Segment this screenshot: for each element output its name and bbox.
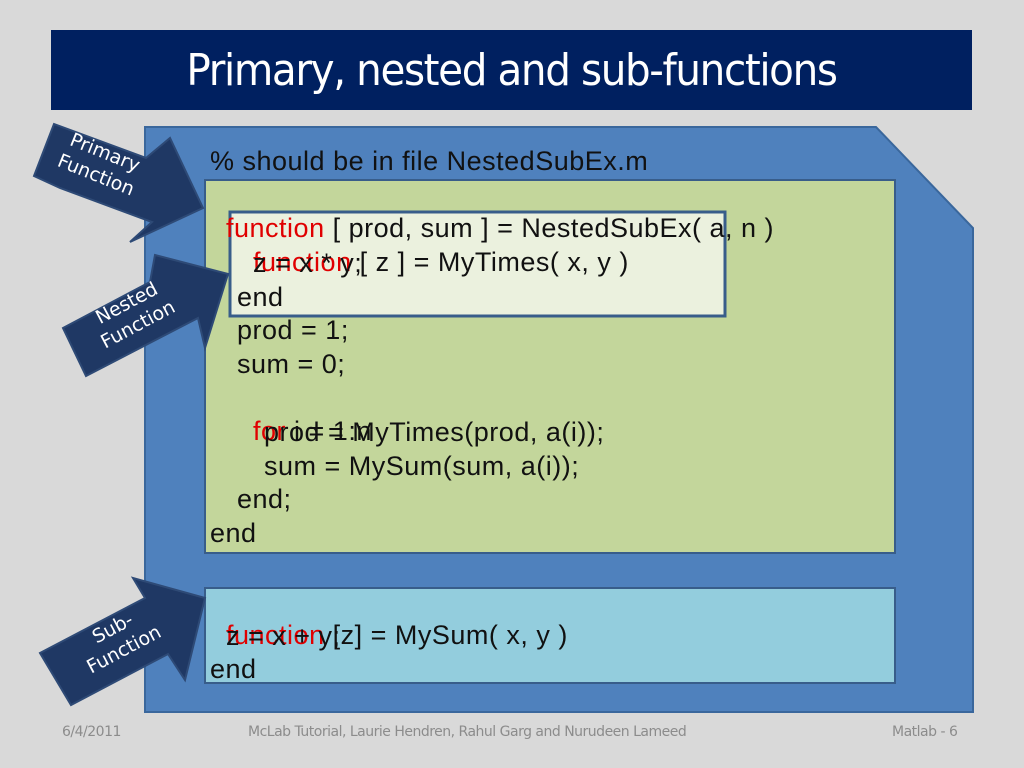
sub-function-box [204,587,896,684]
code-line: prod = MyTimes(prod, a(i)); [264,417,605,447]
keyword-function: function [226,620,325,650]
code-line: sum = MySum(sum, a(i)); [264,451,580,481]
nested-function-box [228,210,727,318]
for-range-text: i = 1:n [286,416,372,446]
code-line: sum = 0; [237,349,346,379]
sub-arrow-icon [38,576,207,707]
footer-page-number: Matlab - 6 [892,724,958,740]
code-nested-body: z = x * y; [237,248,363,278]
title-bar: Primary, nested and sub-functions [51,30,972,110]
code-loop-end: end; [237,484,292,514]
code-line: prod = 1; [237,315,349,345]
code-sub-body: z = x + y; [210,621,341,651]
code-nested-end: end [237,282,284,312]
nested-arrow-icon [61,253,230,378]
code-nested-signature: function [ z ] = MyTimes( x, y ) [237,213,629,279]
keyword-function: function [253,247,352,277]
footer-date: 6/4/2011 [62,724,121,740]
code-sub-signature: function [z] = MySum( x, y ) [210,586,568,652]
code-primary-signature: function [ prod, sum ] = NestedSubEx( a,… [210,179,774,245]
sub-signature-text: [z] = MySum( x, y ) [324,620,568,650]
code-comment: % should be in file NestedSubEx.m [210,146,649,176]
keyword-function: function [226,213,325,243]
nested-signature-text: [ z ] = MyTimes( x, y ) [351,247,629,277]
primary-signature-text: [ prod, sum ] = NestedSubEx( a, n ) [324,213,775,243]
primary-arrow-icon [32,122,205,243]
keyword-for: for [253,416,287,446]
slide-title: Primary, nested and sub-functions [186,44,838,96]
footer-credits: McLab Tutorial, Laurie Hendren, Rahul Ga… [248,724,687,740]
code-for-line: for i = 1:n [237,382,372,448]
code-sub-end: end [210,654,257,684]
code-primary-end: end [210,518,257,548]
